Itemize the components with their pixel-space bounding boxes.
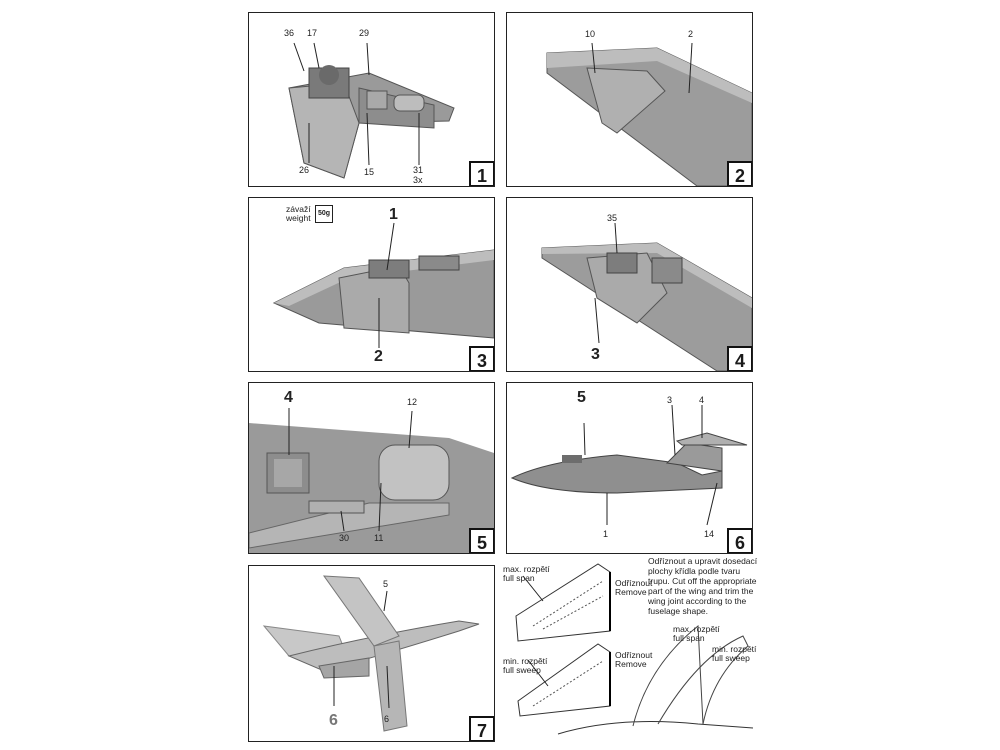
label-3: 3 — [591, 346, 600, 363]
label-30: 30 — [339, 533, 350, 543]
step-number: 2 — [727, 161, 752, 186]
remove-label-cz: Odříznout — [615, 578, 653, 588]
step-number: 3 — [469, 346, 494, 371]
label-3: 3 — [667, 395, 673, 405]
wing-outline-drawing — [515, 563, 754, 735]
step-number: 1 — [469, 161, 494, 186]
label-3x: 3x — [413, 175, 423, 185]
weight-icon: 50g — [315, 205, 333, 223]
label-6: 6 — [329, 712, 338, 729]
label-35: 35 — [607, 213, 618, 223]
label-1: 1 — [603, 529, 609, 539]
label-2: 2 — [688, 29, 694, 39]
label-29: 29 — [359, 28, 370, 38]
step-7-panel: 5 6 6 7 — [248, 565, 495, 742]
step-2-panel: 10 2 2 — [506, 12, 753, 187]
step-4-panel: 35 3 4 — [506, 197, 753, 372]
fin-min-label-cz: min. rozpětí — [712, 644, 757, 654]
label-5: 5 — [383, 579, 389, 589]
max-span-label-cz: max. rozpětí — [503, 564, 550, 574]
step-1-illustration — [288, 42, 455, 179]
step-2-illustration — [546, 42, 752, 186]
remove-label-en-2: Remove — [615, 659, 647, 669]
step-number: 7 — [469, 716, 494, 741]
step-7-illustration — [262, 575, 480, 732]
label-4: 4 — [284, 389, 293, 406]
step-number: 4 — [727, 346, 752, 371]
label-31: 31 — [413, 165, 424, 175]
instruction-text: Odříznout a upravit dosedací plochy kříd… — [648, 556, 758, 616]
label-2: 2 — [374, 348, 383, 365]
step-4-illustration — [541, 222, 752, 371]
label-10: 10 — [585, 29, 596, 39]
step-5-panel: 4 12 30 11 5 — [248, 382, 495, 554]
remove-label-en: Remove — [615, 587, 647, 597]
step-3-panel: závaží weight 50g 1 2 3 — [248, 197, 495, 372]
step-3-illustration — [272, 222, 494, 348]
label-4: 4 — [699, 395, 705, 405]
fin-max-label-cz: max. rozpětí — [673, 624, 720, 634]
step-6-illustration — [510, 404, 748, 526]
label-26: 26 — [299, 165, 310, 175]
max-span-label-en: full span — [503, 573, 535, 583]
step-1-panel: 36 17 29 26 15 31 3x 1 — [248, 12, 495, 187]
weight-label-cz: závaží — [286, 204, 311, 214]
label-6: 6 — [384, 714, 390, 724]
weight-label-en: weight — [286, 213, 311, 223]
label-11: 11 — [374, 533, 384, 543]
label-17: 17 — [307, 28, 318, 38]
fin-max-label-en: full span — [673, 633, 705, 643]
fin-min-label-en: full sweep — [712, 653, 750, 663]
step-number: 5 — [469, 528, 494, 553]
min-span-label-cz: min. rozpětí — [503, 656, 548, 666]
wing-diagram: max. rozpětí full span Odříznout Remove … — [498, 556, 758, 746]
label-1: 1 — [389, 206, 398, 223]
step-6-panel: 5 3 4 1 14 6 — [506, 382, 753, 554]
step-5-illustration — [249, 408, 494, 553]
min-span-label-en: full sweep — [503, 665, 541, 675]
remove-label-cz-2: Odříznout — [615, 650, 653, 660]
label-36: 36 — [284, 28, 295, 38]
label-5: 5 — [577, 389, 586, 406]
label-15: 15 — [364, 167, 375, 177]
label-14: 14 — [704, 529, 715, 539]
step-number: 6 — [727, 528, 752, 553]
label-12: 12 — [407, 397, 418, 407]
